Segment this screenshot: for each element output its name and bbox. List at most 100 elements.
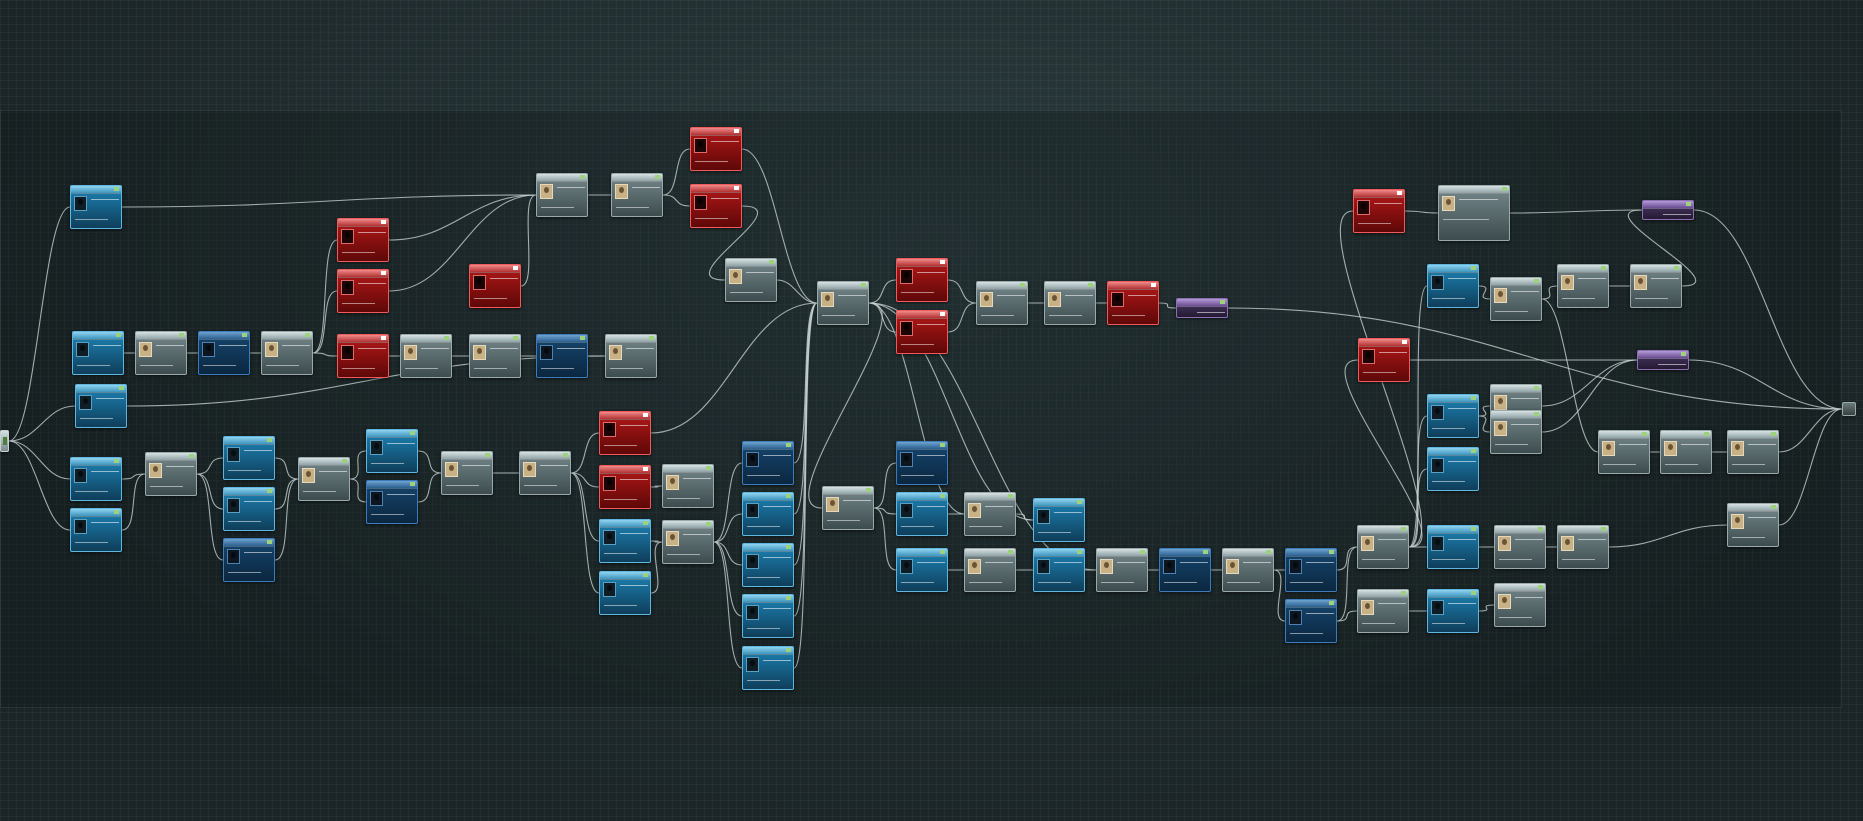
- node-header[interactable]: [1359, 339, 1409, 347]
- green-pin-icon[interactable]: [1220, 300, 1225, 304]
- node-header[interactable]: [1045, 282, 1095, 290]
- dialogue-node-n39[interactable]: [742, 543, 794, 587]
- dialogue-node-n47[interactable]: [1107, 281, 1159, 325]
- green-pin-icon[interactable]: [643, 413, 648, 417]
- node-header[interactable]: [743, 647, 793, 655]
- green-pin-icon[interactable]: [1077, 550, 1082, 554]
- dialogue-node-n6[interactable]: [75, 384, 127, 428]
- green-pin-icon[interactable]: [1329, 601, 1334, 605]
- dialogue-node-n42[interactable]: [817, 281, 869, 325]
- green-pin-icon[interactable]: [1397, 191, 1402, 195]
- green-pin-icon[interactable]: [1401, 527, 1406, 531]
- green-pin-icon[interactable]: [1151, 283, 1156, 287]
- green-pin-icon[interactable]: [1088, 283, 1093, 287]
- green-pin-icon[interactable]: [513, 266, 518, 270]
- green-pin-icon[interactable]: [940, 443, 945, 447]
- dialogue-node-n75[interactable]: [1557, 264, 1609, 308]
- node-header[interactable]: [470, 335, 520, 343]
- node-header[interactable]: [1286, 600, 1336, 608]
- node-header[interactable]: [897, 493, 947, 501]
- green-pin-icon[interactable]: [940, 312, 945, 316]
- dialogue-node-n68[interactable]: [1427, 394, 1479, 438]
- dialogue-node-n76[interactable]: [1630, 264, 1682, 308]
- node-header[interactable]: [1177, 299, 1227, 307]
- green-pin-icon[interactable]: [513, 336, 518, 340]
- dialogue-node-n70[interactable]: [1427, 525, 1479, 569]
- dialogue-node-n12[interactable]: [223, 538, 275, 582]
- dialogue-node-n28[interactable]: [690, 127, 742, 171]
- green-pin-icon[interactable]: [1329, 550, 1334, 554]
- node-header[interactable]: [1728, 504, 1778, 512]
- green-pin-icon[interactable]: [114, 510, 119, 514]
- dialogue-node-end[interactable]: [1842, 402, 1856, 416]
- node-header[interactable]: [224, 437, 274, 445]
- dialogue-node-n24[interactable]: [605, 334, 657, 378]
- green-pin-icon[interactable]: [734, 186, 739, 190]
- node-header[interactable]: [299, 458, 349, 466]
- green-pin-icon[interactable]: [114, 459, 119, 463]
- dialogue-node-n67[interactable]: [1427, 264, 1479, 308]
- green-pin-icon[interactable]: [114, 187, 119, 191]
- node-header[interactable]: [1286, 549, 1336, 557]
- dialogue-node-n1[interactable]: [70, 185, 122, 229]
- green-pin-icon[interactable]: [179, 333, 184, 337]
- node-header[interactable]: [1495, 584, 1545, 592]
- green-pin-icon[interactable]: [305, 333, 310, 337]
- green-pin-icon[interactable]: [1203, 550, 1208, 554]
- node-header[interactable]: [743, 442, 793, 450]
- node-header[interactable]: [71, 186, 121, 194]
- node-header[interactable]: [338, 219, 388, 227]
- dialogue-node-n53[interactable]: [964, 492, 1016, 536]
- node-header[interactable]: [726, 259, 776, 267]
- dialogue-node-n54[interactable]: [964, 548, 1016, 592]
- green-pin-icon[interactable]: [116, 333, 121, 337]
- green-pin-icon[interactable]: [940, 550, 945, 554]
- green-pin-icon[interactable]: [1471, 396, 1476, 400]
- dialogue-node-n15[interactable]: [366, 480, 418, 524]
- green-pin-icon[interactable]: [1601, 527, 1606, 531]
- dialogue-node-n30[interactable]: [725, 258, 777, 302]
- node-header[interactable]: [1034, 549, 1084, 557]
- node-header[interactable]: [1728, 431, 1778, 439]
- dialogue-node-n36[interactable]: [662, 520, 714, 564]
- dialogue-node-n55[interactable]: [1033, 498, 1085, 542]
- dialogue-node-n57[interactable]: [1096, 548, 1148, 592]
- dialogue-node-n66[interactable]: [1637, 350, 1689, 370]
- node-header[interactable]: [338, 270, 388, 278]
- green-pin-icon[interactable]: [1401, 591, 1406, 595]
- node-header[interactable]: [691, 128, 741, 136]
- green-pin-icon[interactable]: [410, 431, 415, 435]
- node-header[interactable]: [606, 335, 656, 343]
- node-header[interactable]: [520, 452, 570, 460]
- dialogue-node-n2[interactable]: [72, 331, 124, 375]
- node-header[interactable]: [897, 311, 947, 319]
- dialogue-node-n79[interactable]: [1727, 430, 1779, 474]
- green-pin-icon[interactable]: [1534, 386, 1539, 390]
- green-pin-icon[interactable]: [786, 648, 791, 652]
- green-pin-icon[interactable]: [1771, 432, 1776, 436]
- node-header[interactable]: [897, 442, 947, 450]
- dialogue-node-n3[interactable]: [135, 331, 187, 375]
- dialogue-node-n11[interactable]: [223, 487, 275, 531]
- green-pin-icon[interactable]: [580, 175, 585, 179]
- green-pin-icon[interactable]: [410, 482, 415, 486]
- node-header[interactable]: [743, 544, 793, 552]
- green-pin-icon[interactable]: [1502, 187, 1507, 191]
- green-pin-icon[interactable]: [1008, 550, 1013, 554]
- green-pin-icon[interactable]: [1471, 527, 1476, 531]
- green-pin-icon[interactable]: [643, 521, 648, 525]
- node-header[interactable]: [691, 185, 741, 193]
- green-pin-icon[interactable]: [1771, 505, 1776, 509]
- dialogue-node-n71[interactable]: [1427, 589, 1479, 633]
- dialogue-node-n37[interactable]: [742, 441, 794, 485]
- node-header[interactable]: [1428, 448, 1478, 456]
- node-header[interactable]: [743, 595, 793, 603]
- green-pin-icon[interactable]: [1077, 500, 1082, 504]
- dialogue-node-n8[interactable]: [70, 508, 122, 552]
- node-header[interactable]: [1108, 282, 1158, 290]
- dialogue-node-n33[interactable]: [599, 519, 651, 563]
- green-pin-icon[interactable]: [866, 488, 871, 492]
- green-pin-icon[interactable]: [1538, 527, 1543, 531]
- green-pin-icon[interactable]: [1266, 550, 1271, 554]
- green-pin-icon[interactable]: [1008, 494, 1013, 498]
